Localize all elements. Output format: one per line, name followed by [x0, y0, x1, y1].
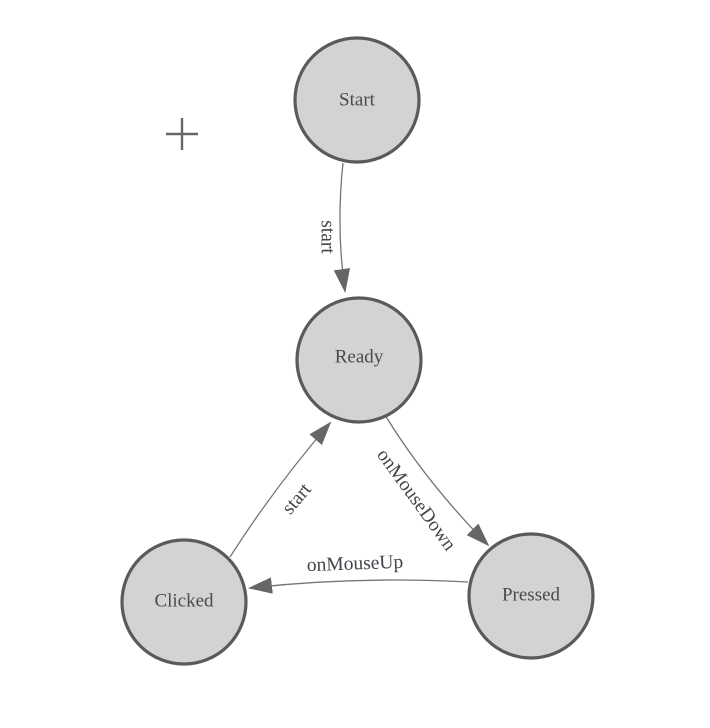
edge-start-to-ready[interactable]: start: [317, 162, 351, 293]
edge-label-start-1: start: [317, 220, 338, 254]
edge-ready-to-pressed-path[interactable]: [384, 414, 490, 547]
edge-pressed-to-clicked[interactable]: onMouseUp: [248, 552, 469, 594]
node-clicked-circle[interactable]: [120, 538, 248, 666]
node-clicked[interactable]: Clicked: [120, 538, 248, 666]
edge-clicked-to-ready[interactable]: start: [229, 421, 332, 558]
node-ready-circle[interactable]: [295, 296, 423, 424]
node-pressed[interactable]: Pressed: [467, 532, 595, 660]
edge-label-onmouseup: onMouseUp: [306, 552, 403, 576]
crosshair-marker: [166, 118, 198, 150]
node-start-circle[interactable]: [293, 36, 421, 164]
edge-label-start-2: start: [278, 479, 316, 519]
edge-clicked-to-ready-path[interactable]: [229, 421, 332, 558]
node-pressed-circle[interactable]: [467, 532, 595, 660]
node-layer: Start Ready Clicked Pressed: [120, 36, 595, 666]
node-ready[interactable]: Ready: [295, 296, 423, 424]
edge-pressed-to-clicked-path[interactable]: [248, 577, 469, 594]
node-start[interactable]: Start: [293, 36, 421, 164]
edge-start-to-ready-path[interactable]: [333, 162, 351, 293]
edge-ready-to-pressed[interactable]: onMouseDown: [372, 414, 490, 555]
